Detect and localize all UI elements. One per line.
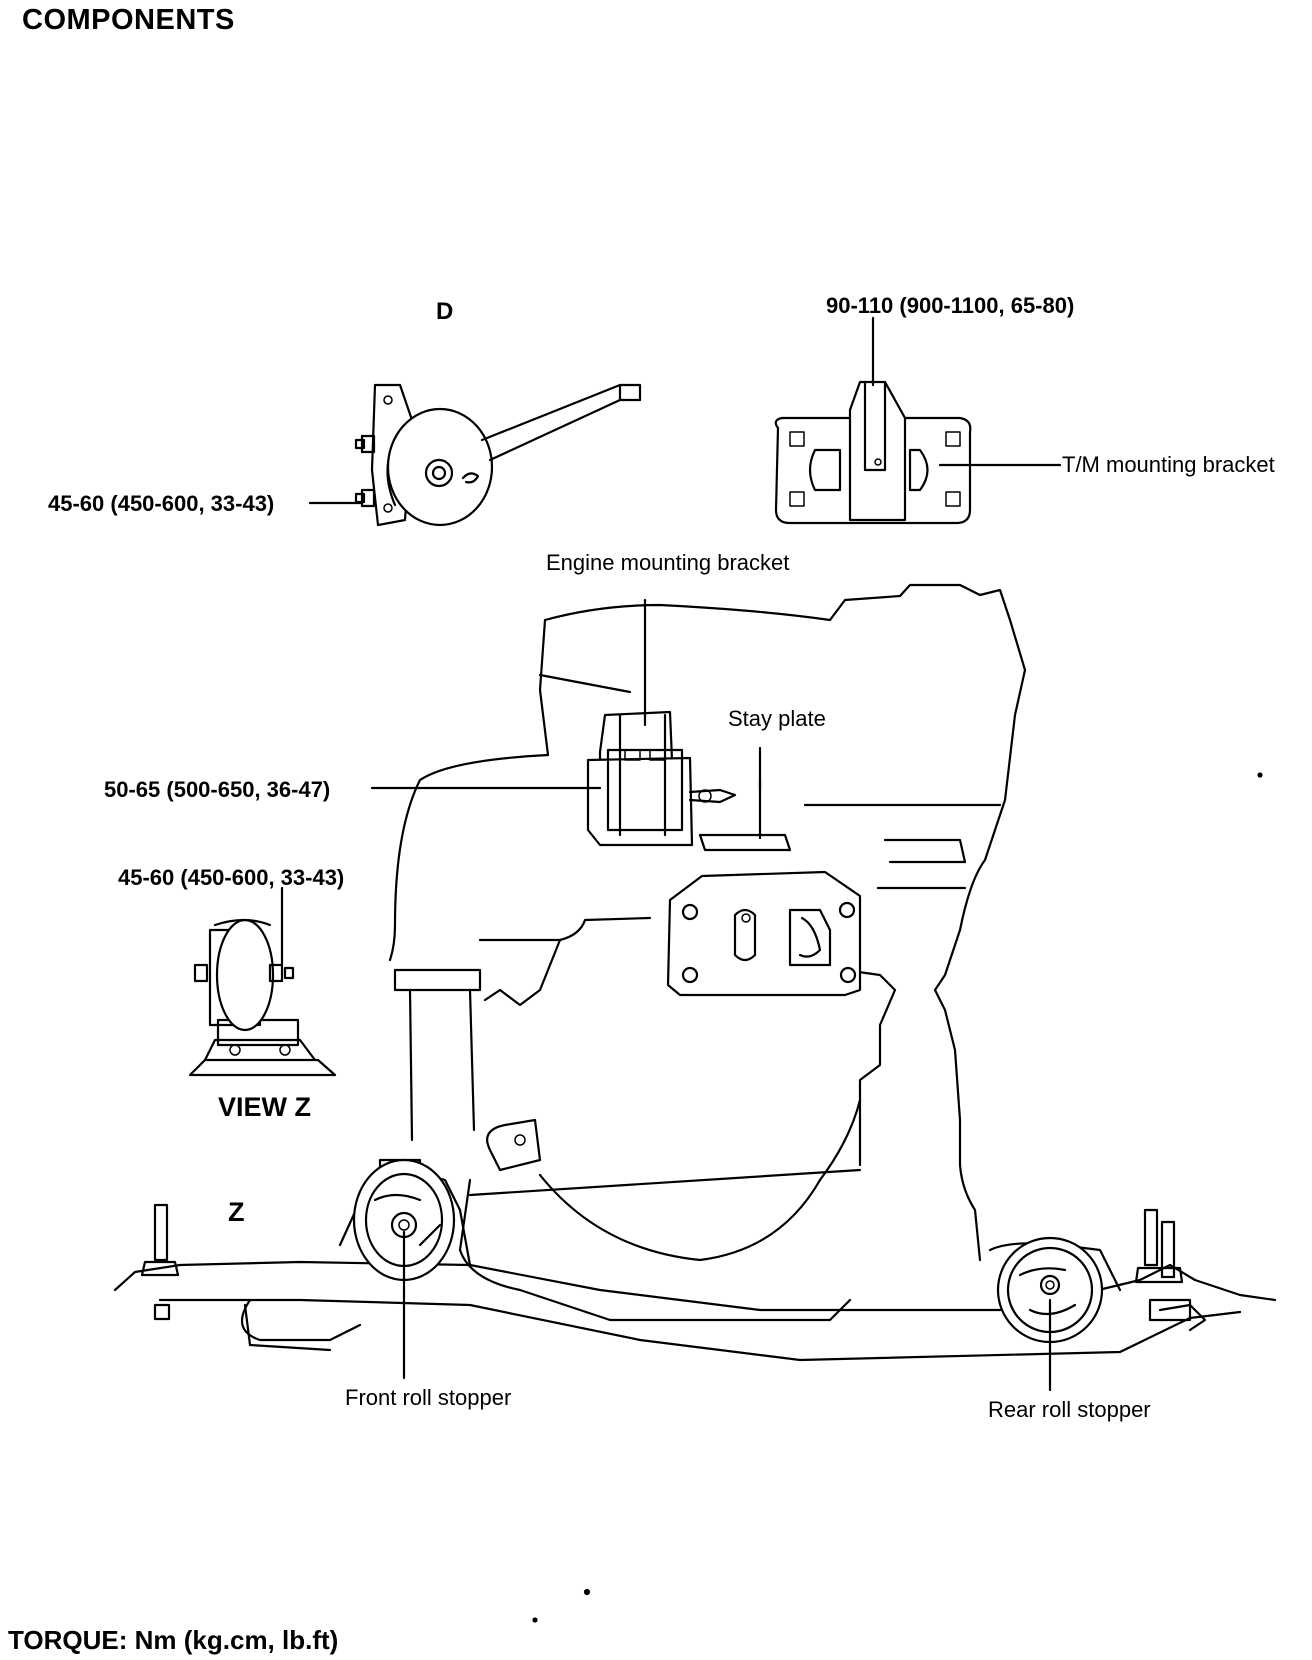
view-z-torque-label: 45-60 (450-600, 33-43) [118, 865, 345, 890]
engine-torque-label: 50-65 (500-650, 36-47) [104, 777, 331, 802]
tm-torque-label: 90-110 (900-1100, 65-80) [826, 293, 1075, 318]
page-title: COMPONENTS [22, 4, 235, 36]
view-z-mount-drawing [188, 918, 337, 1077]
view-d-label: D [436, 298, 454, 325]
front-roll-stopper-label: Front roll stopper [345, 1385, 512, 1410]
view-z-label: VIEW Z [218, 1092, 311, 1122]
tm-bracket-label: T/M mounting bracket [1062, 452, 1275, 477]
view-d-mount-drawing [354, 383, 642, 527]
engine-assembly-drawing [388, 583, 1027, 1322]
torque-units-footer: TORQUE: Nm (kg.cm, lb.ft) [8, 1625, 339, 1655]
tm-mount-drawing [774, 380, 972, 525]
rear-roll-stopper-label: Rear roll stopper [988, 1397, 1151, 1422]
engine-bracket-label: Engine mounting bracket [546, 550, 790, 575]
view-d-torque-label: 45-60 (450-600, 33-43) [48, 491, 275, 516]
rear-roll-stopper-drawing [988, 1236, 1122, 1344]
z-marker-label: Z [228, 1197, 245, 1227]
stay-plate-label: Stay plate [728, 706, 826, 731]
subframe-drawing [113, 1203, 1277, 1362]
